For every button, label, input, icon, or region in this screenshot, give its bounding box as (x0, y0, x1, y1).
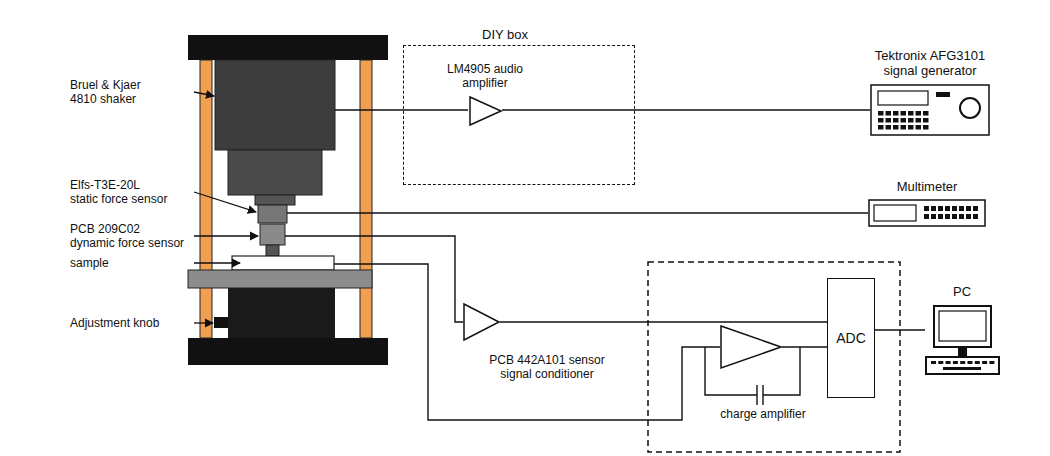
node-text: PC (942, 284, 982, 299)
signal-wire (875, 329, 925, 330)
stage-support (228, 288, 335, 338)
diy-box: DIY boxLM4905 audio amplifier (403, 45, 635, 185)
signal-wire (500, 321, 827, 322)
shaker-neck (255, 195, 295, 205)
signal-conditioner: PCB 442A101 sensor signal conditioner (463, 303, 500, 341)
sample (232, 256, 334, 270)
node-text: LM4905 audio amplifier (426, 62, 544, 90)
part-label: Bruel & Kjaer 4810 shaker (70, 78, 192, 106)
multimeter: Multimeter (868, 199, 986, 227)
meter-outline (868, 199, 986, 227)
node-text: PCB 442A101 sensor signal conditioner (471, 353, 623, 381)
node-text: ADC (828, 279, 874, 397)
leader-arrows (194, 92, 258, 323)
post (360, 60, 372, 338)
gen-outline (870, 84, 990, 136)
part-label: Adjustment knob (70, 316, 192, 330)
shaker-lower (228, 150, 322, 195)
adjustment-knob (214, 317, 228, 328)
part-label: Elfs-T3E-20L static force sensor (70, 178, 192, 206)
static-sensor (258, 205, 287, 223)
tri-outline (469, 96, 502, 126)
top-plate (188, 35, 388, 60)
node-text: Tektronix AFG3101 signal generator (865, 48, 995, 78)
charge-amplifier: charge amplifier (720, 325, 782, 369)
bottom-plate (188, 338, 388, 365)
amplifier-triangle: LM4905 audio amplifier (469, 96, 502, 126)
signal-wire (782, 346, 827, 347)
signal-generator: Tektronix AFG3101 signal generator (870, 84, 990, 136)
tri-outline (720, 325, 782, 369)
stage-plate (188, 270, 372, 288)
signal-wire (502, 109, 870, 110)
node-text: DIY box (482, 27, 562, 42)
pc-icon: PC (925, 305, 1000, 377)
node-text: Multimeter (887, 179, 967, 194)
post (200, 60, 212, 338)
tri-outline (463, 303, 500, 341)
pc-outline (925, 305, 1000, 377)
node-text: charge amplifier (708, 407, 818, 421)
part-label: sample (70, 256, 192, 270)
dashed-enclosure (648, 262, 900, 452)
dynamic-sensor (260, 224, 285, 245)
adc-box: ADC (827, 278, 875, 398)
part-label: PCB 209C02 dynamic force sensor (70, 222, 192, 250)
shaker-body (215, 60, 335, 150)
wires (285, 110, 868, 420)
sensor-tip (266, 245, 279, 256)
